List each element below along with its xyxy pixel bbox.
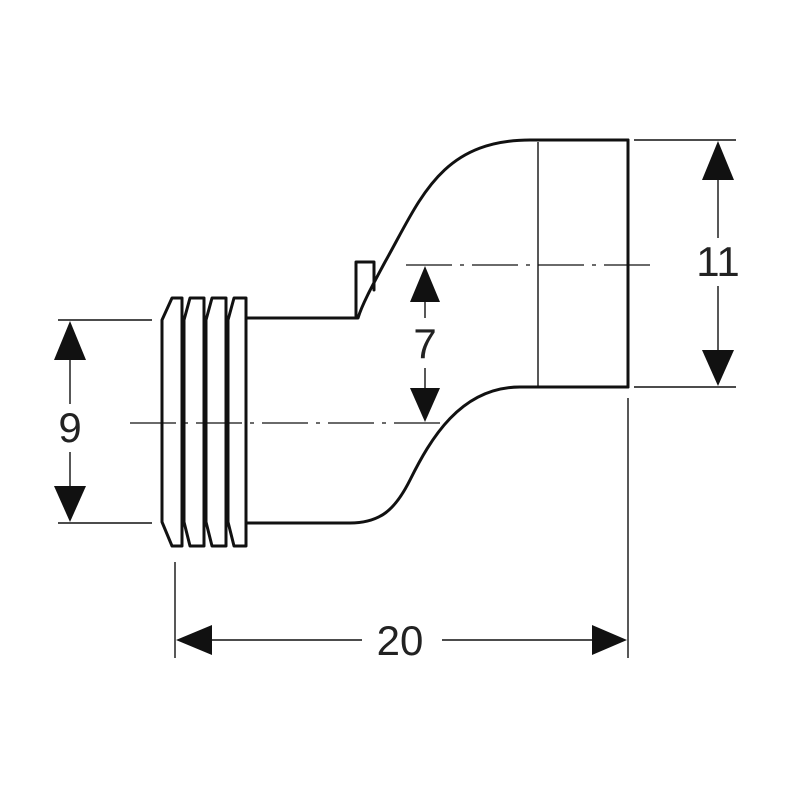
dimension-offset: 7 (403, 266, 447, 422)
dim-11-arrow-top (702, 141, 734, 180)
offset-pipe-fitting (244, 138, 630, 525)
rib-1 (160, 296, 184, 548)
dim-7-text-bg (403, 318, 447, 368)
dim-9-text-bg (48, 404, 92, 452)
rib-3 (204, 296, 228, 548)
dimension-outlet-height: 11 (690, 141, 750, 386)
dim-11-label: 11 (696, 238, 740, 285)
dim-20-text-bg (362, 616, 442, 664)
dim-9-label: 9 (58, 404, 81, 451)
dim-7-arrow-top (410, 266, 440, 302)
dim-7-label: 7 (413, 320, 436, 367)
dim-9-arrow-top (54, 321, 86, 360)
pipe-tab (354, 260, 376, 318)
rib-2 (182, 296, 206, 548)
dim-9-arrow-bottom (54, 486, 86, 522)
dim-7-arrow-bottom (410, 388, 440, 422)
sealing-ribs (160, 296, 248, 548)
dim-11-arrow-bottom (702, 350, 734, 386)
rib-4 (226, 296, 248, 548)
dim-11-text-bg (690, 238, 750, 286)
dim-20-arrow-right (592, 625, 627, 655)
dim-20-arrow-left (176, 625, 212, 655)
pipe-upper-contour (244, 138, 630, 320)
dim-20-label: 20 (377, 617, 424, 664)
pipe-lower-contour (244, 385, 630, 525)
extension-lines (58, 139, 736, 658)
dimension-inlet-height: 9 (48, 321, 92, 522)
dimension-overall-width: 20 (176, 616, 627, 664)
